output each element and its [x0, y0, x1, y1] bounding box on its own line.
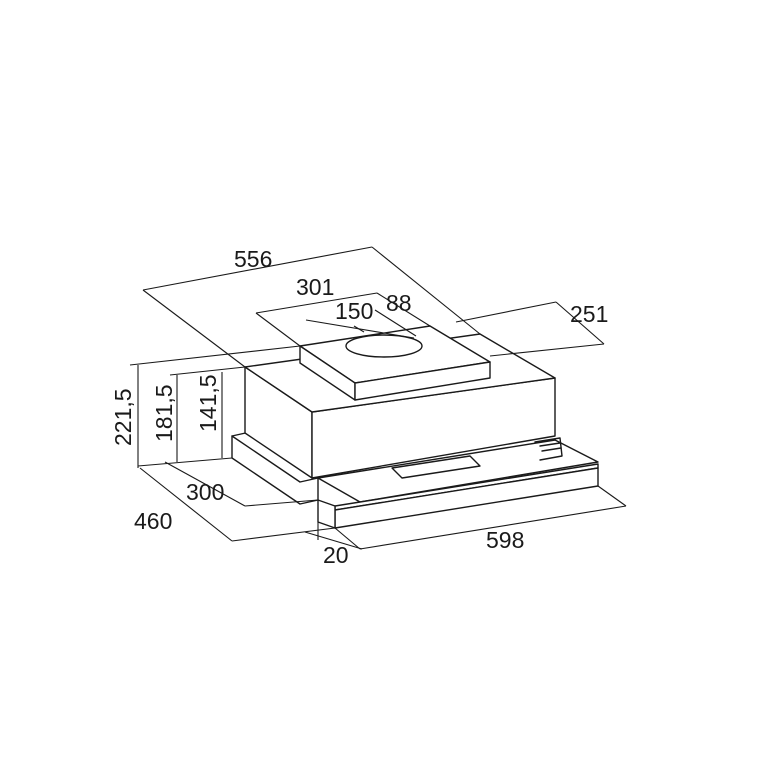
label-556: 556	[234, 246, 272, 272]
dim-bottom-ref	[137, 457, 233, 467]
dim-150-tick	[353, 325, 365, 333]
label-181-5: 181,5	[151, 384, 177, 442]
dimension-labels: 556 301 150 88 251 300 460 20 598 221,5 …	[110, 246, 608, 568]
dim-251-ext-2	[489, 343, 605, 357]
dim-598-ext-left	[334, 527, 361, 550]
dim-556-line	[142, 246, 373, 291]
motor-cover-side	[354, 361, 491, 401]
dim-88-line	[374, 309, 417, 337]
tray-rail-hatch-1	[539, 442, 561, 447]
tray-rail-hatch-2	[541, 447, 562, 452]
dim-598-line	[359, 505, 627, 550]
tray-grip-recess	[391, 455, 481, 479]
dim-301-line	[255, 292, 378, 314]
label-251: 251	[570, 301, 608, 327]
tray-side-rail	[534, 437, 563, 461]
dim-251-ext	[555, 301, 605, 345]
label-300: 300	[186, 479, 224, 505]
label-150: 150	[335, 298, 373, 324]
label-88: 88	[386, 290, 412, 316]
dim-221-top	[129, 345, 301, 366]
dim-301-ext-right	[376, 292, 431, 327]
front-panel-end	[317, 499, 336, 529]
label-221-5: 221,5	[110, 388, 136, 446]
label-20: 20	[323, 542, 349, 568]
dim-556-ext-left	[142, 289, 246, 368]
duct-collar	[345, 334, 423, 358]
dim-460-line	[139, 467, 233, 542]
dim-181-top	[169, 366, 246, 376]
dim-251-line	[455, 301, 557, 323]
label-141-5: 141,5	[195, 374, 221, 432]
dim-300-ext	[244, 499, 319, 507]
dim-460-ext	[231, 527, 336, 542]
dim-301-ext-left	[255, 312, 301, 347]
dim-20-line	[304, 531, 363, 550]
dim-598-ext-right	[597, 485, 627, 507]
label-598: 598	[486, 527, 524, 553]
slide-tray	[317, 439, 599, 503]
label-301: 301	[296, 274, 334, 300]
dim-300-line	[164, 461, 246, 507]
dimension-lines	[129, 246, 627, 550]
hood-body	[231, 325, 599, 529]
dim-556-ext-right	[371, 246, 481, 335]
label-460: 460	[134, 508, 172, 534]
